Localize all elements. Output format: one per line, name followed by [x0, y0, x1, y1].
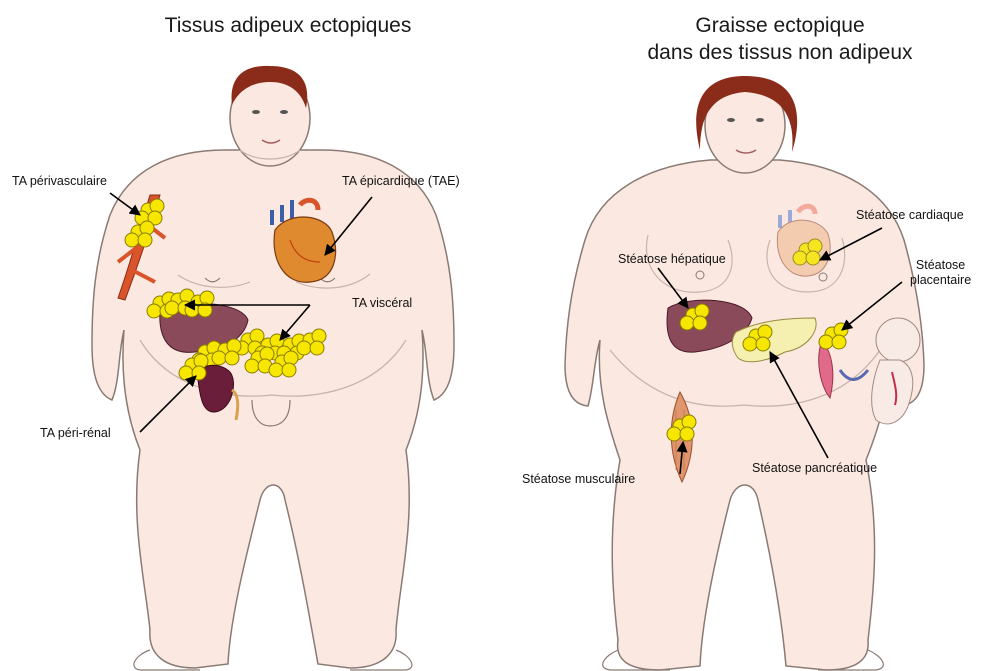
- label-epicardial: TA épicardique (TAE): [342, 174, 460, 189]
- label-placental: Stéatose placentaire: [910, 258, 971, 288]
- label-perirenal: TA péri-rénal: [40, 426, 111, 441]
- label-placental-line2: placentaire: [910, 273, 971, 288]
- label-visceral: TA viscéral: [352, 296, 412, 311]
- label-perivascular: TA périvasculaire: [12, 174, 107, 189]
- label-hepatic: Stéatose hépatique: [618, 252, 726, 267]
- label-cardiac: Stéatose cardiaque: [856, 208, 964, 223]
- label-placental-line1: Stéatose: [910, 258, 971, 273]
- body-right: [565, 76, 924, 670]
- label-pancreatic: Stéatose pancréatique: [752, 461, 877, 476]
- label-muscular: Stéatose musculaire: [522, 472, 635, 487]
